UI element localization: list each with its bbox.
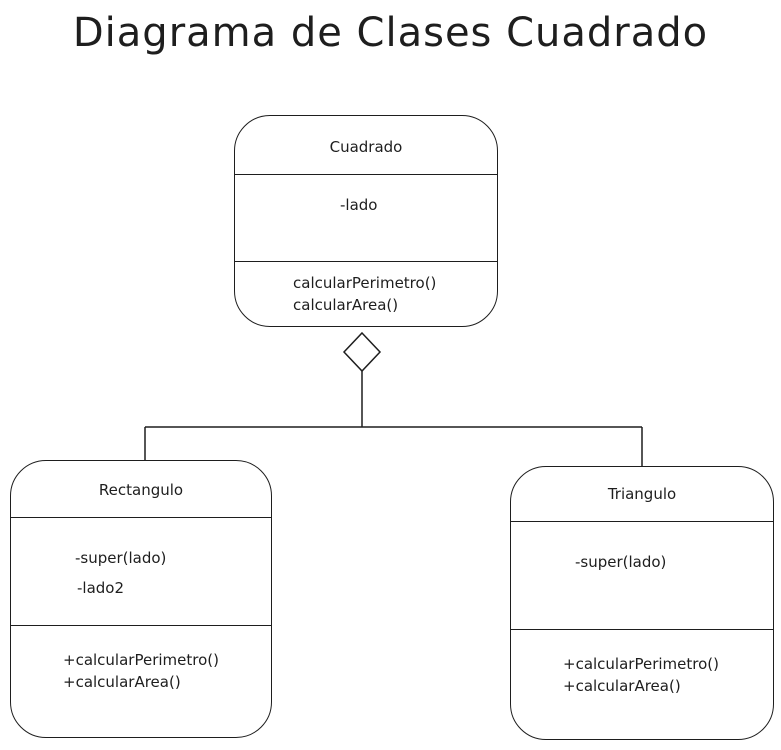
class-box-cuadrado: Cuadrado -lado calcularPerimetro() calcu… (234, 115, 498, 327)
class-box-rectangulo: Rectangulo -super(lado) -lado2 +calcular… (10, 460, 272, 738)
class-name-cuadrado: Cuadrado (329, 138, 403, 156)
method-item: +calcularPerimetro() (563, 655, 719, 673)
class-name-rectangulo: Rectangulo (98, 481, 184, 499)
methods-divider (235, 261, 497, 262)
attribute-item: -lado (340, 196, 378, 214)
attributes-divider (511, 521, 773, 522)
class-name-triangulo: Triangulo (607, 485, 677, 503)
attributes-divider (235, 174, 497, 175)
method-item: +calcularPerimetro() (63, 651, 219, 669)
method-item: +calcularArea() (563, 677, 681, 695)
attribute-item: -super(lado) (75, 549, 167, 567)
method-item: +calcularArea() (63, 673, 181, 691)
attributes-divider (11, 517, 271, 518)
methods-divider (11, 625, 271, 626)
method-item: calcularArea() (293, 296, 399, 314)
method-item: calcularPerimetro() (293, 274, 437, 292)
attribute-item: -lado2 (77, 579, 125, 597)
aggregation-diamond (342, 331, 382, 373)
attribute-item: -super(lado) (575, 553, 667, 571)
class-box-triangulo: Triangulo -super(lado) +calcularPerimetr… (510, 466, 774, 740)
methods-divider (511, 629, 773, 630)
diagram-title: Diagrama de Clases Cuadrado (72, 10, 709, 56)
